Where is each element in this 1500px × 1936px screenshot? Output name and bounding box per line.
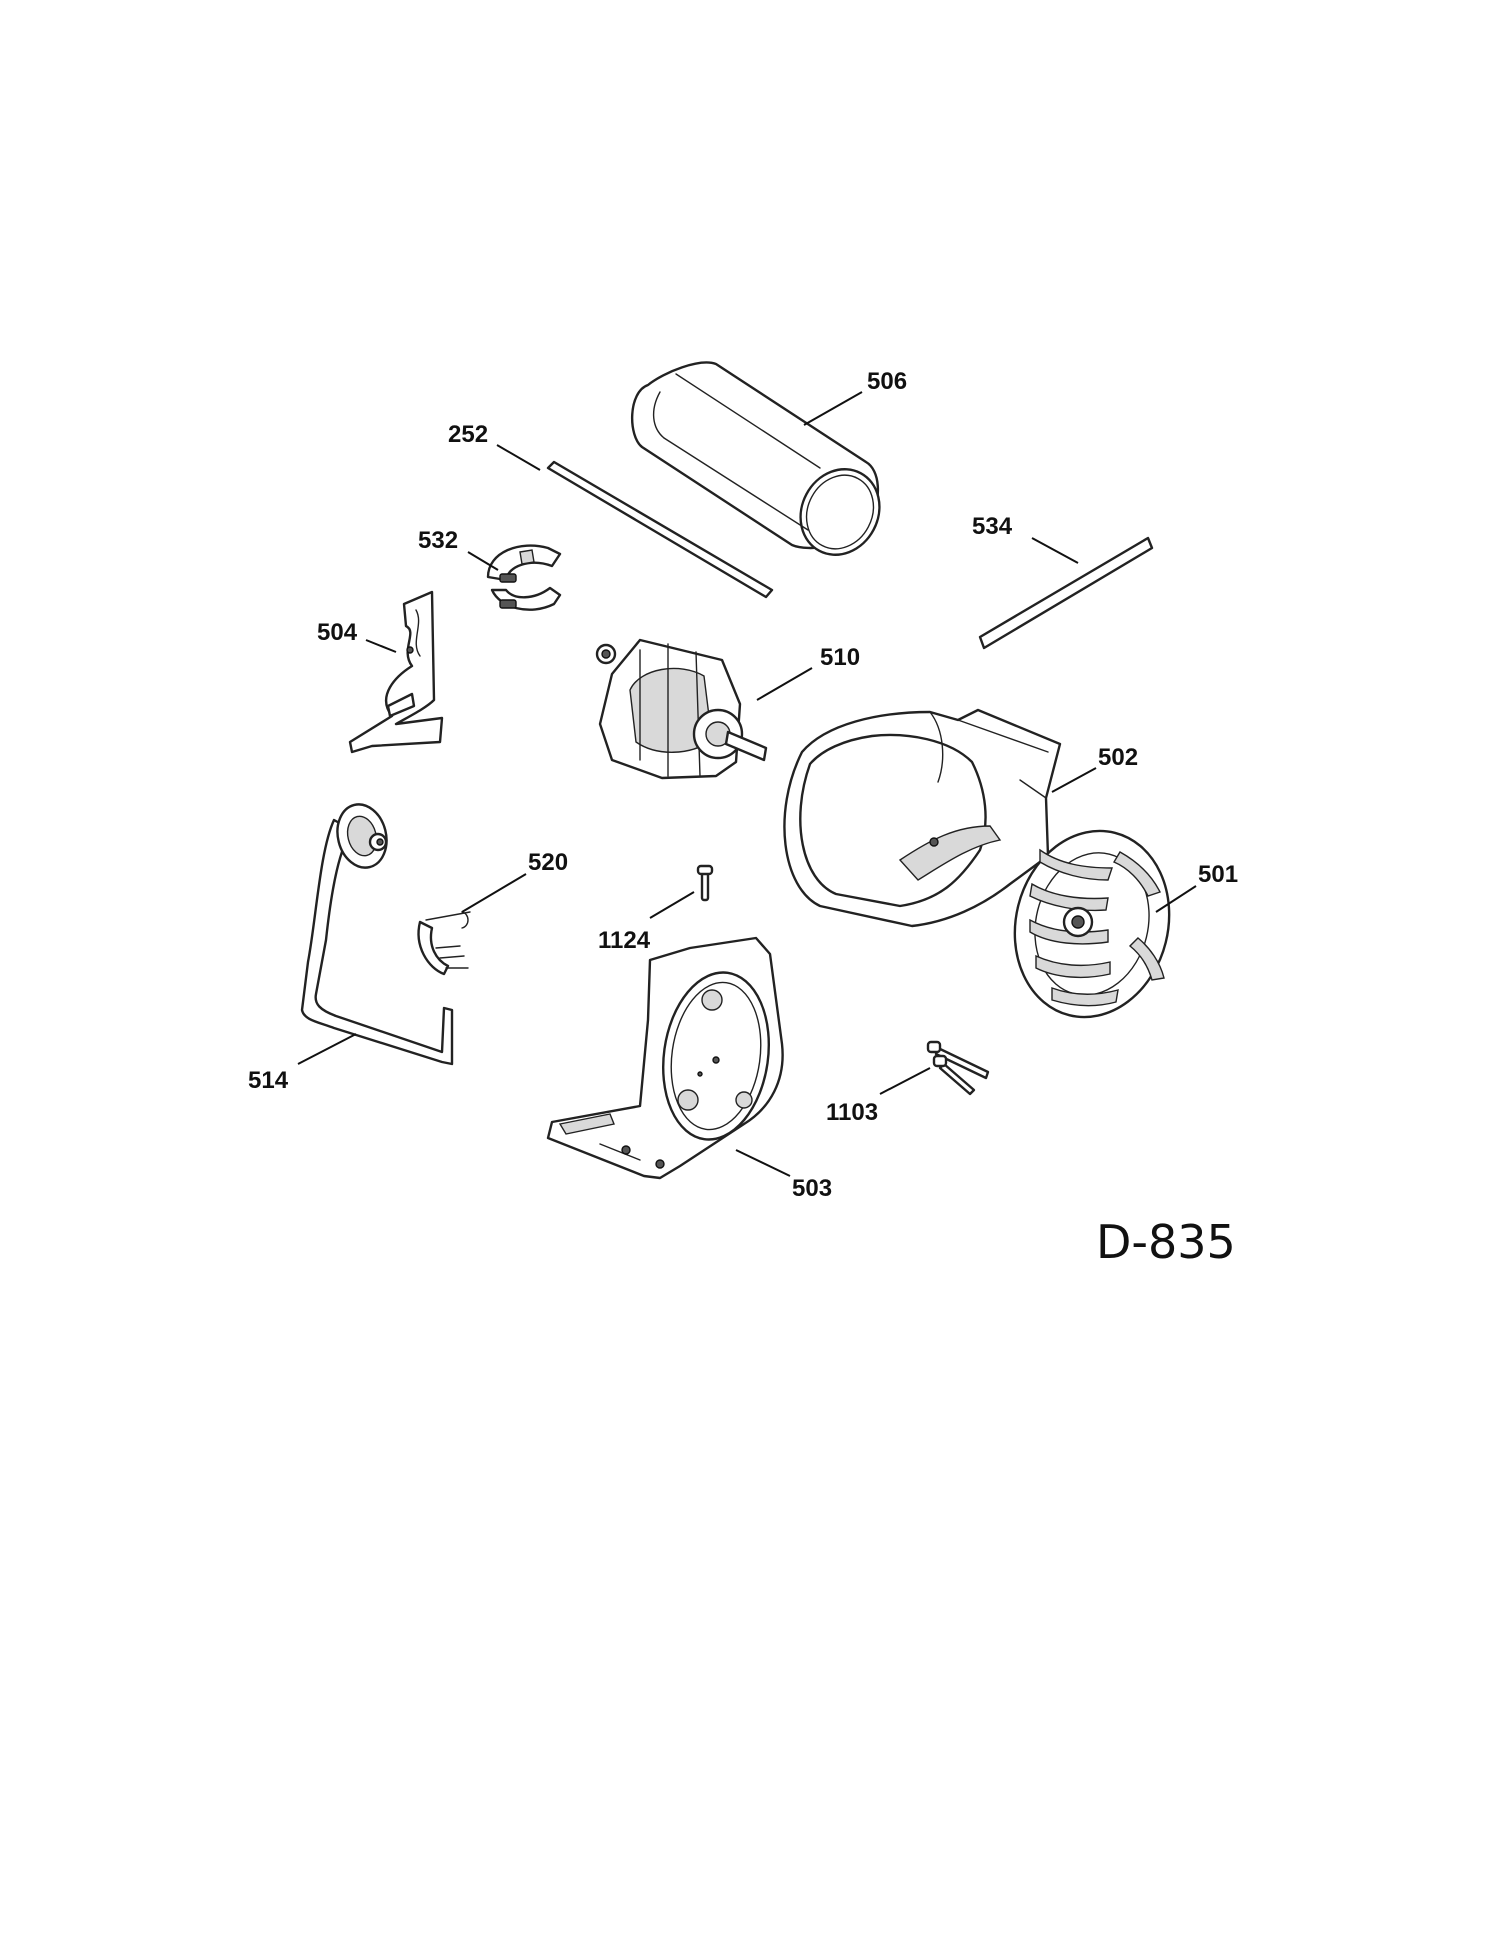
leader-1103: [879, 1067, 931, 1095]
part-514-idler-arm[interactable]: [300, 799, 454, 1066]
callout-520[interactable]: 520: [528, 849, 568, 876]
leader-532: [467, 551, 499, 571]
callout-503[interactable]: 503: [792, 1175, 832, 1202]
callout-506[interactable]: 506: [867, 368, 907, 395]
part-510-motor[interactable]: [595, 638, 768, 780]
leader-502: [1051, 767, 1097, 793]
part-503-base[interactable]: [546, 936, 784, 1180]
part-502-blower-housing[interactable]: [783, 708, 1062, 928]
leader-534: [1031, 537, 1079, 564]
leader-520: [461, 873, 527, 913]
callout-532[interactable]: 532: [418, 527, 458, 554]
part-501-blower-wheel[interactable]: [996, 814, 1189, 1033]
callout-502[interactable]: 502: [1098, 744, 1138, 771]
leader-504: [365, 639, 397, 653]
callout-252[interactable]: 252: [448, 421, 488, 448]
callout-501[interactable]: 501: [1198, 861, 1238, 888]
part-520-spring[interactable]: [417, 911, 471, 976]
callout-514[interactable]: 514: [248, 1067, 289, 1094]
part-532-clamp[interactable]: [486, 544, 562, 611]
part-252-strip[interactable]: [546, 460, 774, 599]
callout-510[interactable]: 510: [820, 644, 860, 671]
part-504-bracket[interactable]: [348, 590, 444, 754]
leader-510: [756, 667, 813, 701]
diagram-code: D-835: [1096, 1215, 1236, 1269]
leader-514: [297, 1033, 357, 1065]
leader-501: [1155, 885, 1197, 913]
part-1124-screw[interactable]: [696, 864, 714, 902]
callout-504[interactable]: 504: [317, 619, 358, 646]
part-1103-screws[interactable]: [926, 1040, 990, 1096]
part-506-heater-duct[interactable]: [631, 361, 894, 569]
callout-1124[interactable]: 1124: [598, 927, 651, 954]
leader-503: [735, 1149, 791, 1177]
leader-252: [496, 444, 541, 471]
leader-1124: [649, 891, 695, 919]
callout-534[interactable]: 534: [972, 513, 1013, 540]
callout-1103[interactable]: 1103: [826, 1099, 878, 1126]
leader-506: [803, 391, 863, 426]
part-534-strip[interactable]: [978, 536, 1154, 650]
